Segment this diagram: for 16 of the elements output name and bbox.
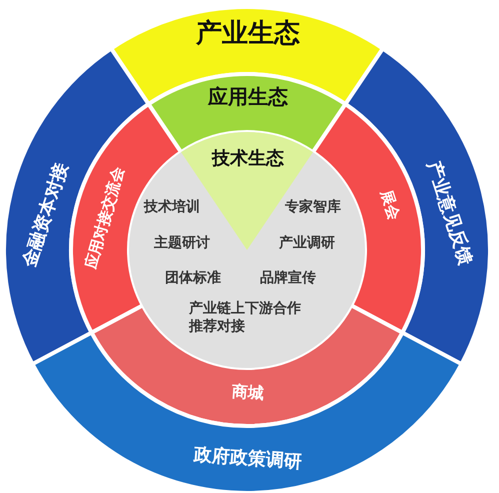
service-label: 产业调研 xyxy=(279,234,335,252)
segment-label: 政府政策调研 xyxy=(193,443,303,474)
segment-label: 商城 xyxy=(231,381,265,405)
segment-label: 应用生态 xyxy=(208,84,288,110)
service-label: 专家智库 xyxy=(285,198,341,216)
service-label: 主题研讨 xyxy=(154,234,210,252)
service-label: 技术培训 xyxy=(144,198,200,216)
segment-label: 金融资本对接 xyxy=(18,160,74,270)
segment-label: 应用对接交流会 xyxy=(81,164,129,272)
segment-label: 展会 xyxy=(376,188,404,222)
service-label: 品牌宣传 xyxy=(260,269,316,287)
service-label: 团体标准 xyxy=(165,269,221,287)
segment-label: 技术生态 xyxy=(212,147,284,170)
segment-label: 产业意见反馈 xyxy=(422,158,478,268)
service-label: 产业链上下游合作推荐对接 xyxy=(189,300,302,336)
segment-label: 产业生态 xyxy=(196,18,300,50)
